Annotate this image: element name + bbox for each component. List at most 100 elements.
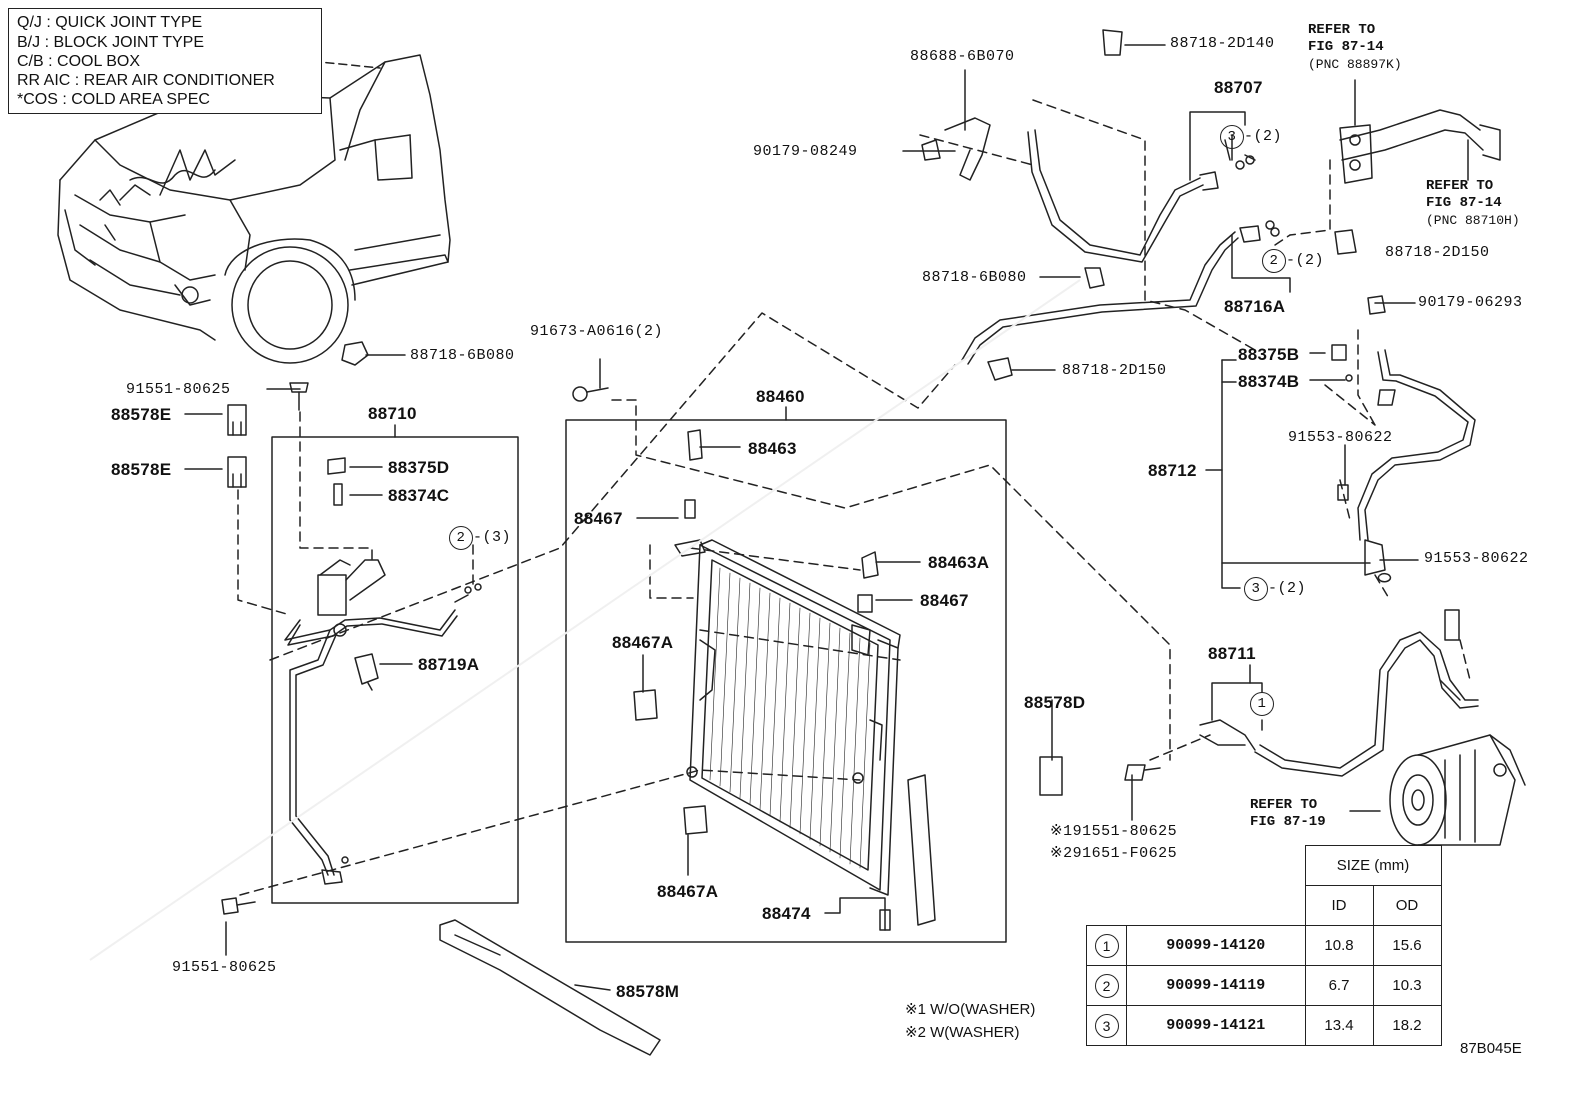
label-88718-6B080-top[interactable]: 88718-6B080	[922, 269, 1027, 286]
refer-fig-87-14-k-line2: FIG 87-14	[1308, 39, 1384, 55]
legend-cb: C/B : COOL BOX	[17, 53, 140, 70]
upper-pipes	[921, 29, 1501, 382]
label-88718-2D150-right[interactable]: 88718-2D150	[1385, 244, 1490, 261]
table-row: 1 90099-14120 10.8 15.6	[1086, 925, 1442, 966]
label-88374C[interactable]: 88374C	[388, 486, 450, 505]
label-88718-6B080-left[interactable]: 88718-6B080	[410, 347, 515, 364]
refer-fig-87-14-k-line1: REFER TO	[1308, 22, 1376, 38]
label-291651-F0625[interactable]: ※291651-F0625	[1050, 845, 1178, 862]
label-88463A[interactable]: 88463A	[928, 553, 990, 572]
label-88688-6B070[interactable]: 88688-6B070	[910, 48, 1015, 65]
label-91553-80622-b[interactable]: 91553-80622	[1424, 550, 1529, 567]
size-table-col-id: ID	[1304, 885, 1374, 926]
label-88707[interactable]: 88707	[1214, 78, 1263, 97]
label-88578E-1[interactable]: 88578E	[111, 405, 172, 424]
size-row-2-ref: 2	[1094, 973, 1119, 998]
label-91673-A0616[interactable]: 91673-A0616(2)	[530, 323, 664, 340]
label-191551-80625[interactable]: ※191551-80625	[1050, 823, 1178, 840]
size-row-1-ref: 1	[1094, 933, 1119, 958]
part-88578M-shape	[439, 919, 661, 1056]
label-88578M[interactable]: 88578M	[616, 982, 680, 1001]
refer-fig-87-14-k-line3: (PNC 88897K)	[1308, 57, 1402, 72]
refer-fig-87-19[interactable]: REFER TO FIG 87-19	[1250, 797, 1326, 831]
abbreviation-legend: Q/J : QUICK JOINT TYPE B/J : BLOCK JOINT…	[8, 8, 322, 114]
oring-ref-1-right-number: 1	[1250, 692, 1274, 716]
label-88711[interactable]: 88711	[1208, 644, 1256, 663]
oring-ref-3-top-qty: -(2)	[1244, 128, 1283, 145]
size-row-1-part[interactable]: 90099-14120	[1126, 925, 1306, 966]
label-88578D[interactable]: 88578D	[1024, 693, 1086, 712]
label-88718-2D140[interactable]: 88718-2D140	[1170, 35, 1275, 52]
label-88467-a[interactable]: 88467	[574, 509, 623, 528]
refer-fig-87-14-h[interactable]: REFER TO FIG 87-14 (PNC 88710H)	[1426, 178, 1520, 229]
oring-ref-3-top-number: 3	[1220, 125, 1244, 149]
oring-ref-3-right-qty: -(2)	[1268, 580, 1307, 597]
label-88375B[interactable]: 88375B	[1238, 345, 1300, 364]
table-row: 2 90099-14119 6.7 10.3	[1086, 965, 1442, 1006]
refer-fig-87-19-line2: FIG 87-19	[1250, 814, 1326, 830]
label-88712[interactable]: 88712	[1148, 461, 1197, 480]
size-table-col-od: OD	[1372, 885, 1442, 926]
condenser-88460	[633, 429, 936, 931]
legend-bj: B/J : BLOCK JOINT TYPE	[17, 34, 205, 51]
label-90179-08249[interactable]: 90179-08249	[753, 143, 858, 160]
refer-fig-87-14-k[interactable]: REFER TO FIG 87-14 (PNC 88897K)	[1308, 22, 1402, 73]
size-row-3-ref: 3	[1094, 1013, 1119, 1038]
oring-ref-3-right: 3-(2)	[1244, 577, 1306, 601]
refer-fig-87-14-h-line3: (PNC 88710H)	[1426, 213, 1520, 228]
size-row-2-part[interactable]: 90099-14119	[1126, 965, 1306, 1006]
label-88719A[interactable]: 88719A	[418, 655, 480, 674]
note-with-washer: ※2 W(WASHER)	[905, 1024, 1020, 1041]
refer-fig-87-14-h-line2: FIG 87-14	[1426, 195, 1502, 211]
label-91553-80622-a[interactable]: 91553-80622	[1288, 429, 1393, 446]
oring-ref-2-top: 2-(2)	[1262, 249, 1324, 273]
label-88578E-2[interactable]: 88578E	[111, 460, 172, 479]
note-without-washer: ※1 W/O(WASHER)	[905, 1001, 1036, 1018]
figure-code: 87B045E	[1460, 1040, 1522, 1057]
label-88467A-b[interactable]: 88467A	[657, 882, 719, 901]
size-row-1-id: 10.8	[1304, 925, 1374, 966]
vehicle-illustration	[57, 54, 451, 364]
legend-cos: *COS : COLD AREA SPEC	[17, 91, 210, 108]
size-row-1-od: 15.6	[1372, 925, 1442, 966]
refer-fig-87-14-h-line1: REFER TO	[1426, 178, 1494, 194]
oring-ref-2-top-qty: -(2)	[1286, 252, 1325, 269]
label-88375D[interactable]: 88375D	[388, 458, 450, 477]
size-row-2-od: 10.3	[1372, 965, 1442, 1006]
size-row-3-od: 18.2	[1372, 1005, 1442, 1046]
label-90179-06293[interactable]: 90179-06293	[1418, 294, 1523, 311]
oring-ref-2-top-number: 2	[1262, 249, 1286, 273]
size-row-3-part[interactable]: 90099-14121	[1126, 1005, 1306, 1046]
size-row-2-id: 6.7	[1304, 965, 1374, 1006]
oring-ref-2-left-qty: -(3)	[473, 529, 512, 546]
label-88467-b[interactable]: 88467	[920, 591, 969, 610]
label-88463[interactable]: 88463	[748, 439, 797, 458]
oring-ref-3-right-number: 3	[1244, 577, 1268, 601]
label-88710[interactable]: 88710	[368, 404, 417, 423]
label-88474[interactable]: 88474	[762, 904, 811, 923]
oring-ref-2-left-number: 2	[449, 526, 473, 550]
label-88374B[interactable]: 88374B	[1238, 372, 1300, 391]
label-91551-80625-top[interactable]: 91551-80625	[126, 381, 231, 398]
table-row: 3 90099-14121 13.4 18.2	[1086, 1005, 1442, 1046]
label-88460[interactable]: 88460	[756, 387, 805, 406]
label-88716A[interactable]: 88716A	[1224, 297, 1286, 316]
legend-rr-aic: RR AIC : REAR AIR CONDITIONER	[17, 72, 275, 89]
oring-ref-1-right: 1	[1250, 692, 1274, 716]
size-row-3-id: 13.4	[1304, 1005, 1374, 1046]
oring-size-table: SIZE (mm) ID OD 1 90099-14120 10.8 15.6 …	[1086, 845, 1442, 1046]
clip-icons	[221, 341, 609, 915]
label-88718-2D150-mid[interactable]: 88718-2D150	[1062, 362, 1167, 379]
label-88467A-a[interactable]: 88467A	[612, 633, 674, 652]
pipe-88710	[284, 457, 482, 885]
label-91551-80625-bottom[interactable]: 91551-80625	[172, 959, 277, 976]
refer-fig-87-19-line1: REFER TO	[1250, 797, 1318, 813]
oring-ref-2-left: 2-(3)	[449, 526, 511, 550]
watermark-band	[89, 279, 1081, 961]
legend-qj: Q/J : QUICK JOINT TYPE	[17, 14, 203, 31]
box-88460	[565, 419, 1007, 943]
pipe-88712	[1337, 349, 1476, 583]
oring-ref-3-top: 3-(2)	[1220, 125, 1282, 149]
